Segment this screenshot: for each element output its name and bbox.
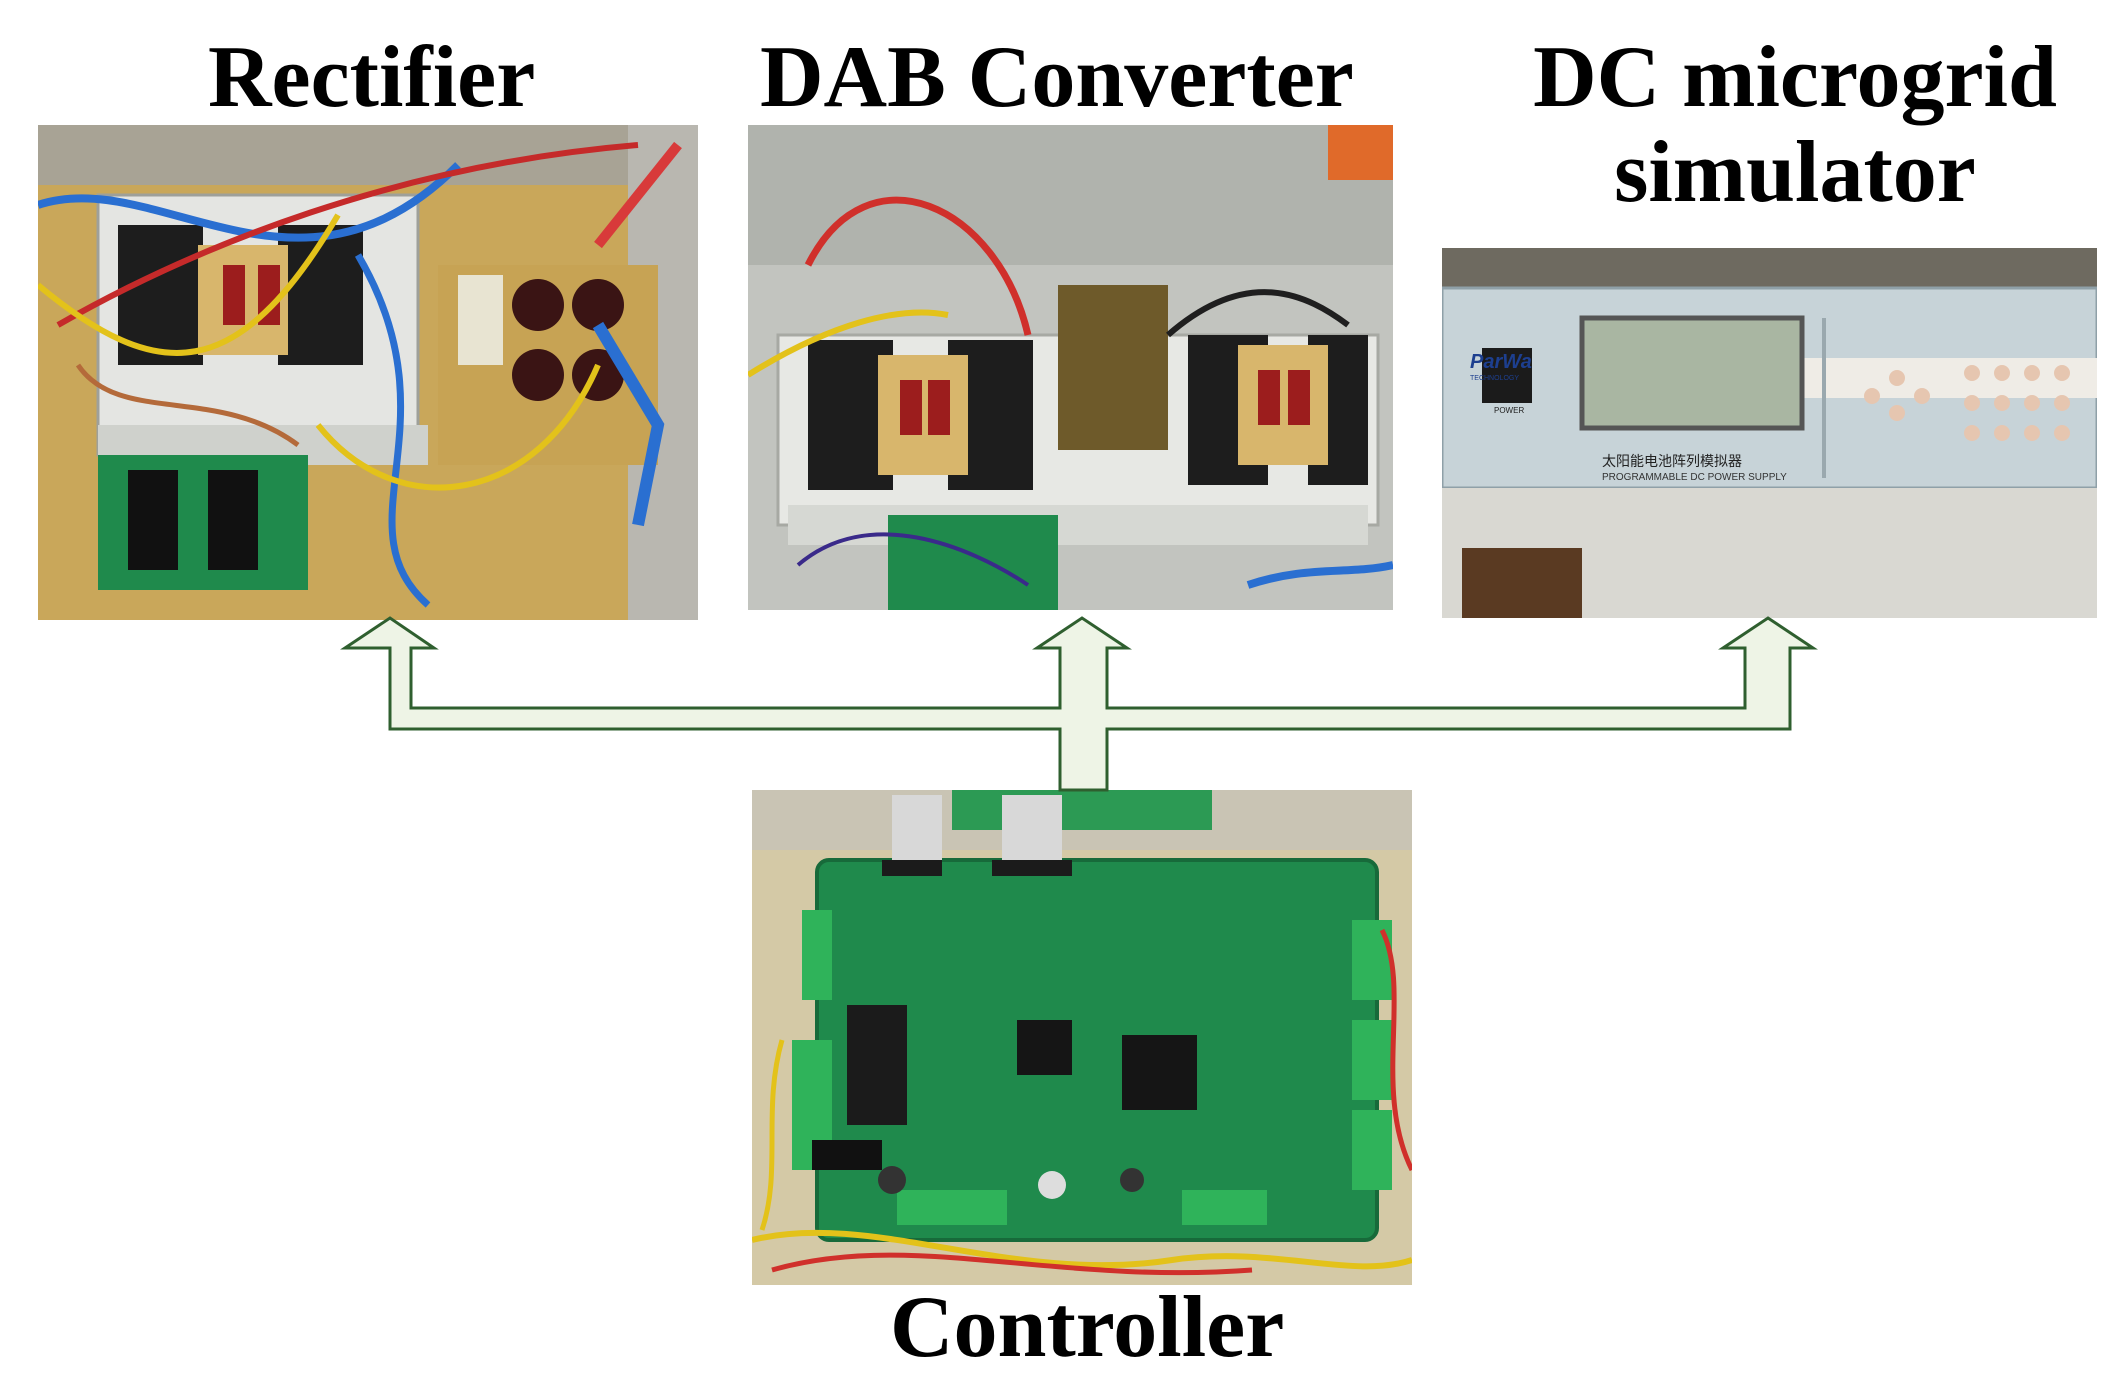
simulator-brand-sub: TECHNOLOGY xyxy=(1470,375,1519,382)
rectifier-photo xyxy=(38,125,698,620)
rectifier-label: Rectifier xyxy=(208,29,536,126)
dc-microgrid-simulator-photo: ParWa TECHNOLOGY POWER 太阳能电池阵列模拟器 PROGRA… xyxy=(1442,248,2097,618)
dab-converter-photo xyxy=(748,125,1393,610)
simulator-cn-title: 太阳能电池阵列模拟器 xyxy=(1602,454,1742,470)
simulator-en-title: PROGRAMMABLE DC POWER SUPPLY xyxy=(1602,472,1787,483)
dc-microgrid-label-line2: simulator xyxy=(1614,124,1976,222)
bus-arrow-outline xyxy=(345,618,1060,790)
arrow-stem-and-bus xyxy=(1060,618,1785,790)
dc-microgrid-label-line1: DC microgrid xyxy=(1533,29,2057,126)
simulator-brand: ParWa xyxy=(1470,351,1532,373)
hollow-bus-arrow xyxy=(340,616,1818,792)
main-arrow-shape xyxy=(345,618,1060,790)
dab-converter-label: DAB Converter xyxy=(760,29,1354,126)
simulator-power-label: POWER xyxy=(1494,406,1524,415)
controller-photo xyxy=(752,790,1412,1285)
controller-label: Controller xyxy=(890,1279,1285,1376)
dc-microgrid-simulator-label: DC microgrid simulator xyxy=(1505,30,2085,220)
